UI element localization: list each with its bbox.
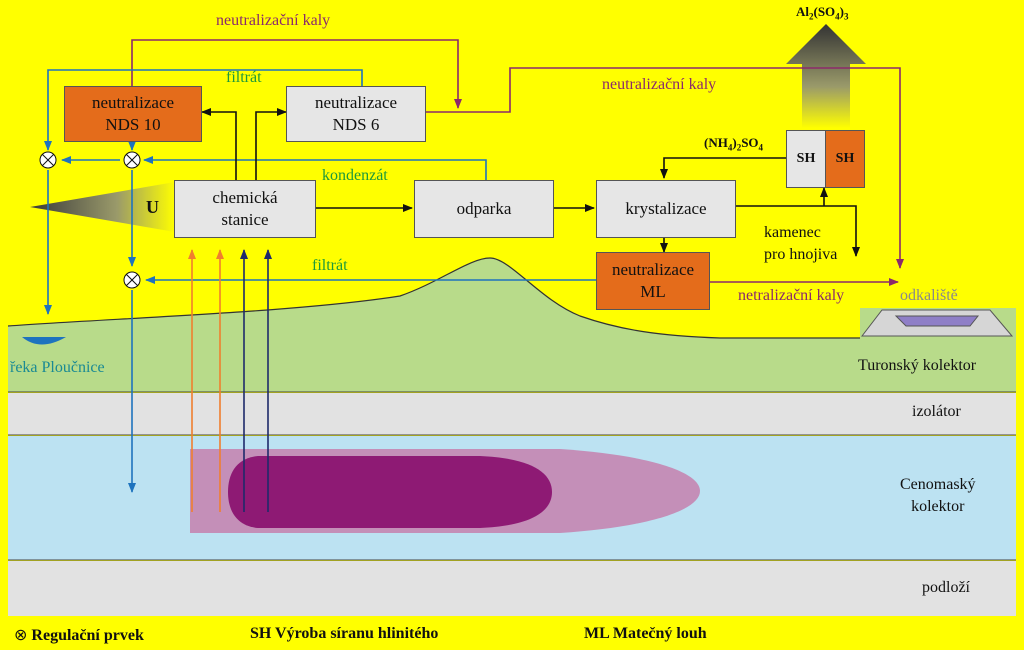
sh-to-kryst bbox=[660, 157, 786, 179]
label-kondenzat: kondenzát bbox=[322, 167, 388, 184]
legend-ml: ML Matečný louh bbox=[584, 625, 707, 642]
label-odkaliste: odkaliště bbox=[900, 287, 958, 304]
regulator-1 bbox=[39, 151, 57, 169]
label-u: U bbox=[146, 197, 159, 217]
kaly-top-line bbox=[131, 39, 462, 109]
label-turonsky-kolektor: Turonský kolektor bbox=[858, 357, 977, 374]
chem-to-nds6 bbox=[255, 108, 287, 180]
filtrat-top-line bbox=[44, 69, 363, 151]
box-odparka: odparka bbox=[414, 180, 554, 238]
legend-regulacni-prvek: ⊗ Regulační prvek bbox=[14, 627, 144, 644]
kryst-to-kamenec bbox=[734, 205, 860, 257]
label-podlozi: podloží bbox=[922, 579, 970, 596]
label-neutralizacni-kaly-top: neutralizační kaly bbox=[216, 12, 331, 29]
plume-inner bbox=[228, 456, 552, 528]
box-krystalizace: krystalizace bbox=[596, 180, 736, 238]
label-reka-ploucnice: řeka Ploučnice bbox=[10, 359, 105, 376]
label-neutralizacni-kaly-right: neutralizační kaly bbox=[602, 76, 717, 93]
label-al2so43: Al2(SO4)3 bbox=[796, 4, 849, 22]
al-arrow bbox=[786, 24, 866, 128]
legend-sh: SH Výroba síranu hlinitého bbox=[250, 625, 439, 642]
label-filtrat-bottom: filtrát bbox=[312, 257, 348, 274]
label-filtrat-top: filtrát bbox=[226, 69, 262, 86]
label-netralizacni-kaly: netralizační kaly bbox=[738, 287, 845, 304]
kondenzat-line bbox=[143, 156, 487, 180]
regulator-2 bbox=[123, 151, 141, 169]
kaly-right-line bbox=[424, 67, 904, 269]
podlozi-layer bbox=[8, 561, 1016, 616]
izolator-layer bbox=[8, 393, 1016, 435]
chem-to-nds10 bbox=[201, 108, 237, 180]
terrain-hill bbox=[8, 258, 1016, 338]
u-arrow bbox=[30, 182, 175, 232]
regulator-legend-icon: ⊗ bbox=[14, 627, 28, 644]
box-sh-grey: SH bbox=[786, 130, 826, 188]
label-izolator: izolátor bbox=[912, 403, 961, 420]
box-sh-orange: SH bbox=[825, 130, 865, 188]
river-symbol bbox=[22, 337, 66, 345]
label-nh42so4: (NH4)2SO4 bbox=[704, 135, 764, 153]
regulator-3 bbox=[123, 271, 141, 289]
turonsky-layer bbox=[8, 338, 1016, 392]
